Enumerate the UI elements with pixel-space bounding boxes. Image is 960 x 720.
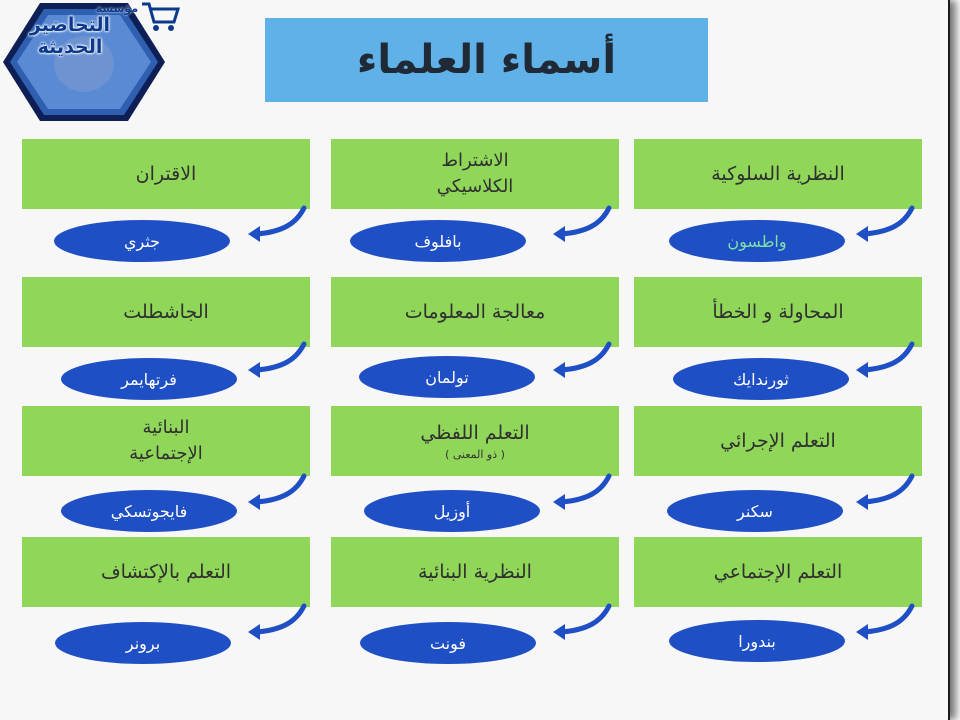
scientist-oval: جثري <box>54 220 230 262</box>
theory-card: التعلم الإجتماعي <box>634 537 922 607</box>
logo-name: التحاضير الحديثة <box>29 14 111 58</box>
theory-subtitle: ( ذو المعنى ) <box>445 448 505 461</box>
logo-prefix: مؤسسة <box>95 2 139 15</box>
theory-label: التعلم بالإكتشاف <box>100 561 232 583</box>
theory-label-line: الكلاسيكي <box>436 176 514 197</box>
arrow-icon <box>248 205 307 242</box>
logo-hexagon-icon <box>3 3 165 121</box>
title-banner: أسماء العلماء <box>265 18 708 102</box>
scientist-oval: بافلوف <box>350 220 526 262</box>
theory-label-line: الاشتراط <box>441 150 509 171</box>
arrow-icon <box>856 603 915 640</box>
scientist-oval: واطسون <box>669 220 845 262</box>
cart-icon <box>142 2 180 31</box>
theory-card: المحاولة و الخطأ <box>634 277 922 347</box>
arrow-icon <box>248 341 307 378</box>
arrow-icon <box>553 341 612 378</box>
scientist-oval: سكنر <box>667 490 843 532</box>
arrow-icon <box>248 603 307 640</box>
scientist-oval: فرتهايمر <box>61 358 237 400</box>
scientist-oval: ثورندايك <box>673 358 849 400</box>
theory-label: معالجة المعلومات <box>404 301 546 323</box>
theory-card: النظرية البنائية <box>331 537 619 607</box>
arrow-icon <box>856 473 915 510</box>
theory-label: التعلم الإجرائي <box>720 430 836 452</box>
arrow-icon <box>553 603 612 640</box>
scientist-oval: بندورا <box>669 620 845 662</box>
arrow-icon <box>856 341 915 378</box>
page-title: أسماء العلماء <box>356 37 617 83</box>
theory-label: النظرية السلوكية <box>711 163 845 185</box>
theory-card: البنائية الإجتماعية <box>22 406 310 476</box>
theory-label: الاقتران <box>135 163 197 185</box>
theory-label: المحاولة و الخطأ <box>712 301 844 323</box>
theory-card: التعلم بالإكتشاف <box>22 537 310 607</box>
scientist-oval: فونت <box>360 622 536 664</box>
theory-card: التعلم الإجرائي <box>634 406 922 476</box>
theory-card: التعلم اللفظي ( ذو المعنى ) <box>331 406 619 476</box>
arrow-icon <box>553 205 612 242</box>
theory-label: التعلم اللفظي <box>420 422 530 444</box>
theory-card: النظرية السلوكية <box>634 139 922 209</box>
theory-label: الجاشطلت <box>123 301 209 323</box>
theory-label-line: البنائية <box>142 417 190 438</box>
theory-label-line: الإجتماعية <box>129 443 203 464</box>
scientist-oval: تولمان <box>359 356 535 398</box>
arrow-icon <box>856 205 915 242</box>
scientist-oval: برونر <box>55 622 231 664</box>
scientist-oval: فايجوتسكي <box>61 490 237 532</box>
theory-label: النظرية البنائية <box>418 561 532 583</box>
theory-card: الاقتران <box>22 139 310 209</box>
scientist-oval: أوزيل <box>364 490 540 532</box>
logo: مؤسسة التحاضير الحديثة <box>0 0 185 125</box>
arrow-icon <box>248 473 307 510</box>
theory-label: التعلم الإجتماعي <box>713 561 843 583</box>
theory-card: معالجة المعلومات <box>331 277 619 347</box>
theory-card: الاشتراط الكلاسيكي <box>331 139 619 209</box>
arrow-icon <box>553 473 612 510</box>
theory-card: الجاشطلت <box>22 277 310 347</box>
